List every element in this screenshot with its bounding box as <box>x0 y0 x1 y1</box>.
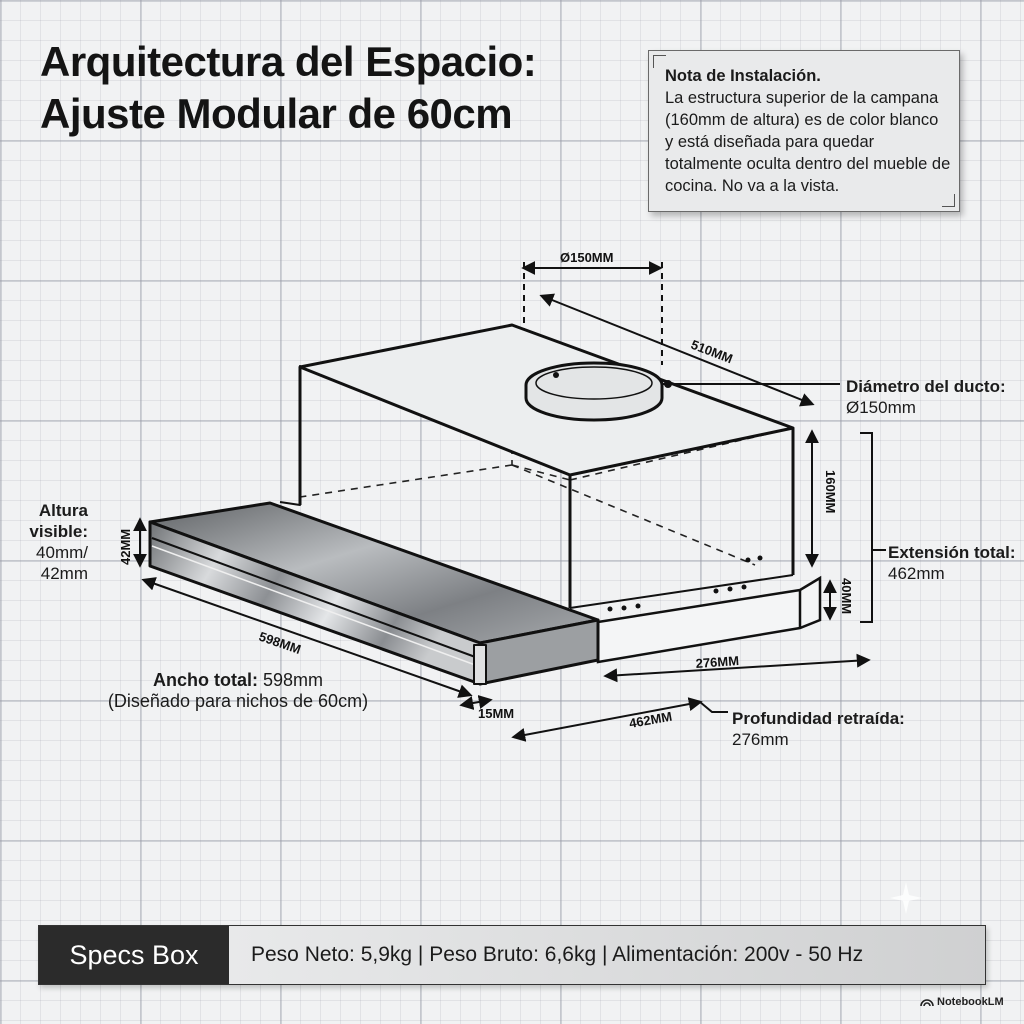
callout-width-label: Ancho total: <box>152 670 258 690</box>
page-title: Arquitectura del Espacio: Ajuste Modular… <box>40 36 537 140</box>
callout-extension-label: Extensión total: <box>888 543 1016 562</box>
callout-width-note: (Diseñado para nichos de 60cm) <box>107 691 369 711</box>
callout-width: Ancho total: 598mm (Diseñado para nichos… <box>100 670 376 712</box>
title-line-1: Arquitectura del Espacio: <box>40 38 537 85</box>
callout-retracted: Profundidad retraída: 276mm <box>732 708 905 750</box>
dim-15-label: 15MM <box>478 706 514 721</box>
watermark-text: NotebookLM <box>937 996 1004 1008</box>
note-corner-mark <box>653 55 666 68</box>
sparkle-icon <box>890 882 922 914</box>
title-line-2: Ajuste Modular de 60cm <box>40 90 513 137</box>
dim-276-label: 276MM <box>695 653 739 671</box>
callout-duct-label: Diámetro del ducto: <box>846 377 1006 396</box>
installation-note: Nota de Instalación. La estructura super… <box>648 50 960 212</box>
dim-462-label: 462MM <box>628 709 673 731</box>
tray-side-rail <box>596 555 822 664</box>
specs-box-text: Peso Neto: 5,9kg | Peso Bruto: 6,6kg | A… <box>229 926 985 984</box>
stainless-visor <box>148 501 600 686</box>
dim-42-label: 42MM <box>118 529 133 565</box>
callout-width-value: 598mm <box>262 670 324 690</box>
callout-retracted-value: 276mm <box>732 730 789 749</box>
duct-collar <box>524 361 664 422</box>
callout-extension-value: 462mm <box>888 564 945 583</box>
callout-visible-height-value-2: 42mm <box>40 564 88 583</box>
callout-visible-height-label-2: visible: <box>29 522 88 541</box>
callout-visible-height-value-1: 40mm/ <box>36 543 88 562</box>
note-corner-mark <box>942 194 955 207</box>
specs-box: Specs Box Peso Neto: 5,9kg | Peso Bruto:… <box>38 925 986 985</box>
dimension-lines <box>133 261 886 742</box>
callout-visible-height: Altura visible: 40mm/ 42mm <box>26 500 88 584</box>
note-body: La estructura superior de la campana (16… <box>665 89 951 195</box>
note-title: Nota de Instalación. <box>665 67 821 85</box>
dim-duct-label: Ø150MM <box>560 250 613 265</box>
dim-40-label: 40MM <box>839 578 854 614</box>
watermark: NotebookLM <box>920 996 1004 1008</box>
dim-510-label: 510MM <box>689 337 735 367</box>
callout-duct: Diámetro del ducto: Ø150mm <box>846 376 1006 418</box>
callout-duct-value: Ø150mm <box>846 398 916 417</box>
callout-visible-height-label-1: Altura <box>38 501 88 520</box>
callout-extension: Extensión total: 462mm <box>888 542 1016 584</box>
dim-160-label: 160MM <box>823 470 838 513</box>
notebooklm-logo-icon <box>920 999 934 1007</box>
specs-box-label: Specs Box <box>39 926 229 984</box>
callout-retracted-label: Profundidad retraída: <box>732 709 905 728</box>
